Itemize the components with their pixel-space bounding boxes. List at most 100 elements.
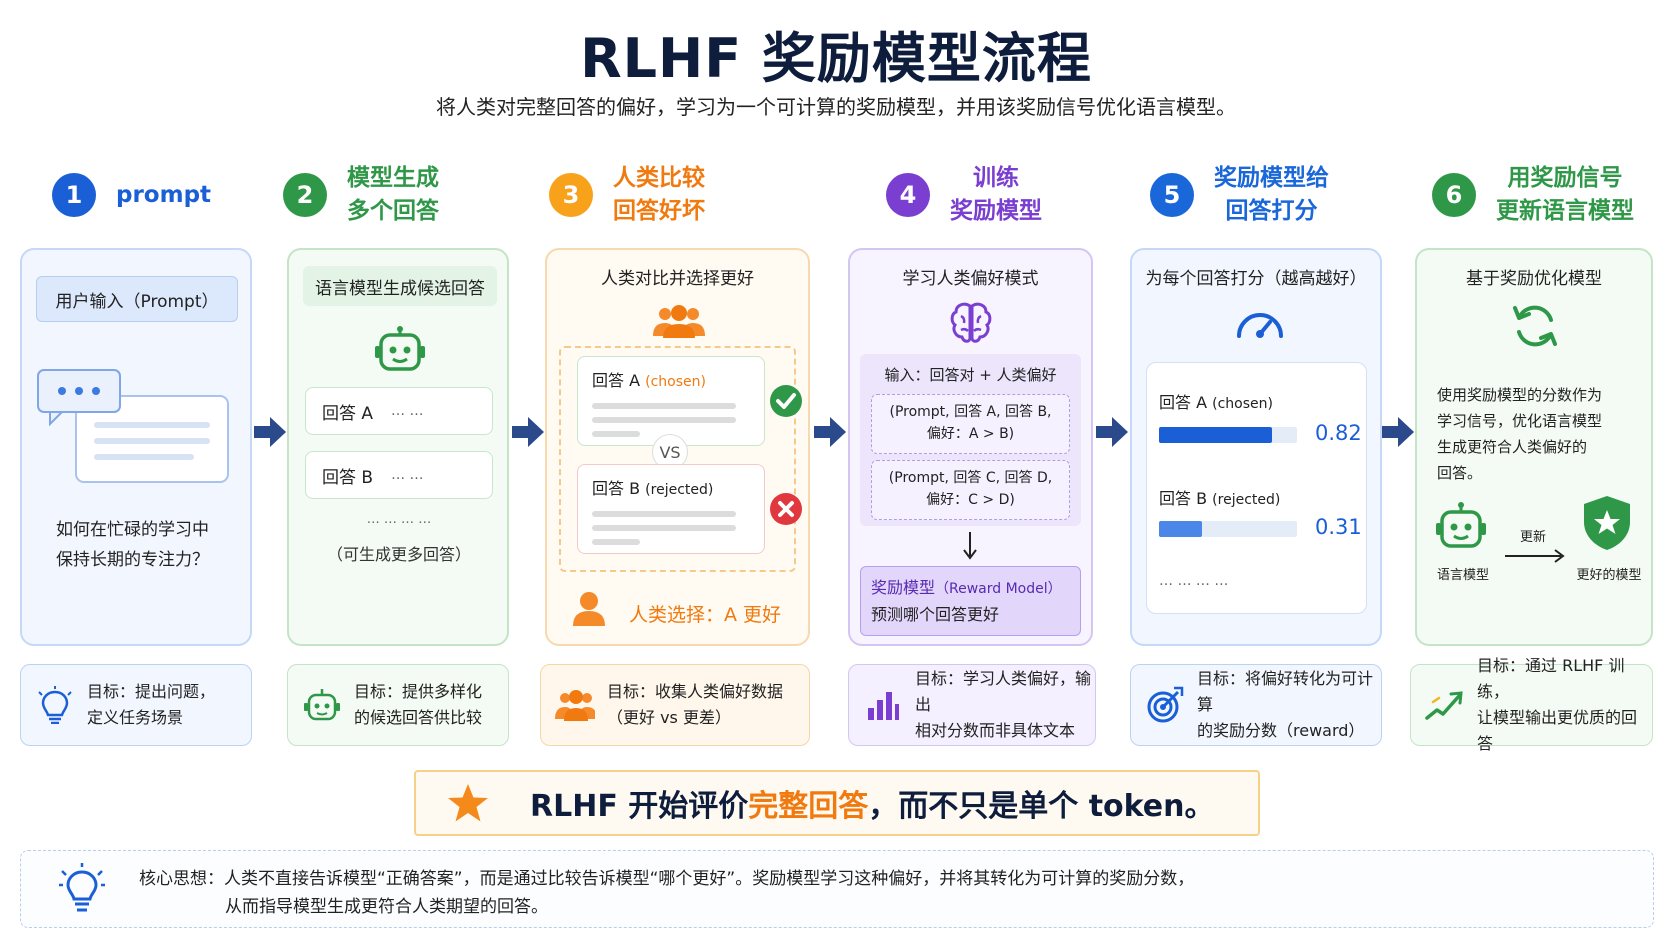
training-input-panel: 输入：回答对 + 人类偏好 (Prompt, 回答 A, 回答 B,偏好：A >… (860, 354, 1081, 526)
step-title: 奖励模型给回答打分 (1214, 165, 1329, 224)
candidate-answer-b: 回答 B… … (305, 451, 493, 499)
goal-text: 目标：将偏好转化为可计算的奖励分数（reward） (1197, 669, 1374, 740)
option-a-chosen: 回答 A (chosen) (577, 356, 765, 446)
people-icon (653, 305, 705, 338)
more-dots: … … … … (366, 512, 432, 527)
card-compare: 人类对比并选择更好 回答 A (chosen) VS 回答 B (rejecte… (545, 248, 810, 646)
refresh-icon (1513, 305, 1557, 347)
score-b: 0.31 (1315, 515, 1362, 539)
step-4-header: 4 训练奖励模型 (886, 160, 1042, 230)
step-number: 2 (283, 173, 327, 217)
arrow-down-icon (963, 532, 977, 560)
chat-bubbles-icon (37, 369, 229, 483)
card-header: 语言模型生成候选回答 (303, 266, 497, 306)
step-number: 5 (1150, 173, 1194, 217)
goal-text: 目标：学习人类偏好，输出相对分数而非具体文本 (915, 669, 1092, 740)
trend-up-icon (1425, 685, 1465, 725)
step-number: 1 (52, 173, 96, 217)
goal-box-1: 目标：提出问题，定义任务场景 (20, 664, 252, 746)
key-insight-banner: RLHF 开始评价完整回答，而不只是单个 token。 (414, 770, 1260, 836)
core-idea-text: 核心思想：人类不直接告诉模型“正确答案”，而是通过比较告诉模型“哪个更好”。奖励… (139, 869, 1195, 917)
card-header: 为每个回答打分（越高越好） (1145, 269, 1367, 289)
step-3-header: 3 人类比较回答好坏 (549, 160, 705, 230)
more-dots: … … … … (1159, 573, 1229, 589)
answer-b-label: 回答 B (rejected) (1159, 489, 1281, 508)
step-1-header: 1 prompt (52, 160, 211, 230)
score-a: 0.82 (1315, 421, 1362, 445)
step-title: 人类比较回答好坏 (613, 165, 705, 224)
goal-box-5: 目标：将偏好转化为可计算的奖励分数（reward） (1130, 664, 1382, 746)
flow-arrow-icon (1096, 417, 1128, 447)
score-bar-b (1159, 521, 1297, 537)
cross-icon (770, 493, 802, 525)
arrow-right-icon (1505, 549, 1565, 563)
card-header: 人类对比并选择更好 (601, 269, 754, 289)
score-bar-a (1159, 427, 1297, 443)
card-update-lm: 基于奖励优化模型 使用奖励模型的分数作为学习信号，优化语言模型 生成更符合人类偏… (1415, 248, 1653, 646)
step-5-header: 5 奖励模型给回答打分 (1150, 160, 1329, 230)
score-panel: 回答 A (chosen) 0.82 回答 B (rejected) 0.31 … (1146, 362, 1367, 614)
gauge-icon (1237, 313, 1283, 338)
goal-box-3: 目标：收集人类偏好数据（更好 vs 更差） (540, 664, 810, 746)
human-choice: 人类选择：A 更好 (629, 604, 782, 626)
card-score: 为每个回答打分（越高越好） 回答 A (chosen) 0.82 回答 B (r… (1130, 248, 1382, 646)
option-b-rejected: 回答 B (rejected) (577, 464, 765, 554)
answer-a-label: 回答 A (chosen) (1159, 393, 1273, 412)
step-number: 3 (549, 173, 593, 217)
flow-arrow-icon (814, 417, 846, 447)
shield-star-icon (1584, 496, 1630, 550)
core-idea-box: 核心思想：人类不直接告诉模型“正确答案”，而是通过比较告诉模型“哪个更好”。奖励… (20, 850, 1654, 928)
person-icon (573, 592, 605, 626)
flow-arrow-icon (512, 417, 544, 447)
preference-pair: (Prompt, 回答 A, 回答 B,偏好：A > B) (871, 394, 1070, 454)
lm-label: 语言模型 (1436, 568, 1489, 583)
flow-arrow-icon (1382, 417, 1414, 447)
card-train-rm: 学习人类偏好模式 输入：回答对 + 人类偏好 (Prompt, 回答 A, 回答… (848, 248, 1093, 646)
bar-chart-icon (863, 685, 903, 725)
goal-box-6: 目标：通过 RLHF 训练，让模型输出更优质的回答 (1410, 656, 1653, 753)
lightbulb-icon (35, 685, 75, 725)
user-input-label: 用户输入（Prompt） (36, 276, 238, 322)
optimize-description: 使用奖励模型的分数作为学习信号，优化语言模型 生成更符合人类偏好的回答。 (1437, 386, 1603, 482)
comparison-area: 回答 A (chosen) VS 回答 B (rejected) (559, 346, 802, 572)
candidate-answer-a: 回答 A… … (305, 387, 493, 435)
preference-pair: (Prompt, 回答 C, 回答 D,偏好：C > D) (871, 460, 1070, 520)
page-title: RLHF 奖励模型流程 (580, 27, 1092, 90)
brain-icon (950, 302, 992, 343)
input-label: 输入：回答对 + 人类偏好 (884, 366, 1057, 384)
card-generate: 语言模型生成候选回答 回答 A… … 回答 B… … … … … … （可生成更… (287, 248, 509, 646)
flow-arrow-icon (254, 417, 286, 447)
step-title: 训练奖励模型 (950, 165, 1042, 224)
banner-text: RLHF 开始评价完整回答，而不只是单个 token。 (530, 789, 1215, 824)
robot-icon (302, 685, 342, 725)
card-header: 基于奖励优化模型 (1466, 269, 1602, 289)
robot-icon (375, 326, 425, 371)
score-bar-fill (1159, 521, 1202, 537)
step-title: 模型生成多个回答 (347, 165, 439, 224)
page-subtitle: 将人类对完整回答的偏好，学习为一个可计算的奖励模型，并用该奖励信号优化语言模型。 (436, 95, 1236, 119)
target-icon (1145, 685, 1185, 725)
score-bar-fill (1159, 427, 1273, 443)
step-number: 6 (1432, 173, 1476, 217)
step-2-header: 2 模型生成多个回答 (283, 160, 439, 230)
goal-box-2: 目标：提供多样化的候选回答供比较 (287, 664, 509, 746)
step-title: prompt (116, 182, 212, 208)
people-icon (555, 685, 595, 725)
lightbulb-icon (59, 863, 105, 912)
goal-text: 目标：收集人类偏好数据（更好 vs 更差） (607, 682, 784, 727)
star-icon (448, 784, 488, 822)
step-number: 4 (886, 173, 930, 217)
goal-text: 目标：通过 RLHF 训练，让模型输出更优质的回答 (1477, 656, 1638, 753)
step-6-header: 6 用奖励信号更新语言模型 (1432, 160, 1634, 230)
reward-model-box: 奖励模型（Reward Model） 预测哪个回答更好 (860, 566, 1081, 636)
goal-box-4: 目标：学习人类偏好，输出相对分数而非具体文本 (848, 664, 1096, 746)
update-label: 更新 (1519, 530, 1546, 545)
step-title: 用奖励信号更新语言模型 (1496, 165, 1634, 224)
robot-icon (1436, 502, 1486, 548)
better-model-label: 更好的模型 (1576, 568, 1642, 583)
card-header: 学习人类偏好模式 (902, 269, 1039, 289)
more-answers-note: （可生成更多回答） (326, 545, 471, 564)
goal-text: 目标：提出问题，定义任务场景 (87, 682, 216, 727)
check-icon (770, 385, 802, 417)
goal-text: 目标：提供多样化的候选回答供比较 (354, 682, 483, 727)
